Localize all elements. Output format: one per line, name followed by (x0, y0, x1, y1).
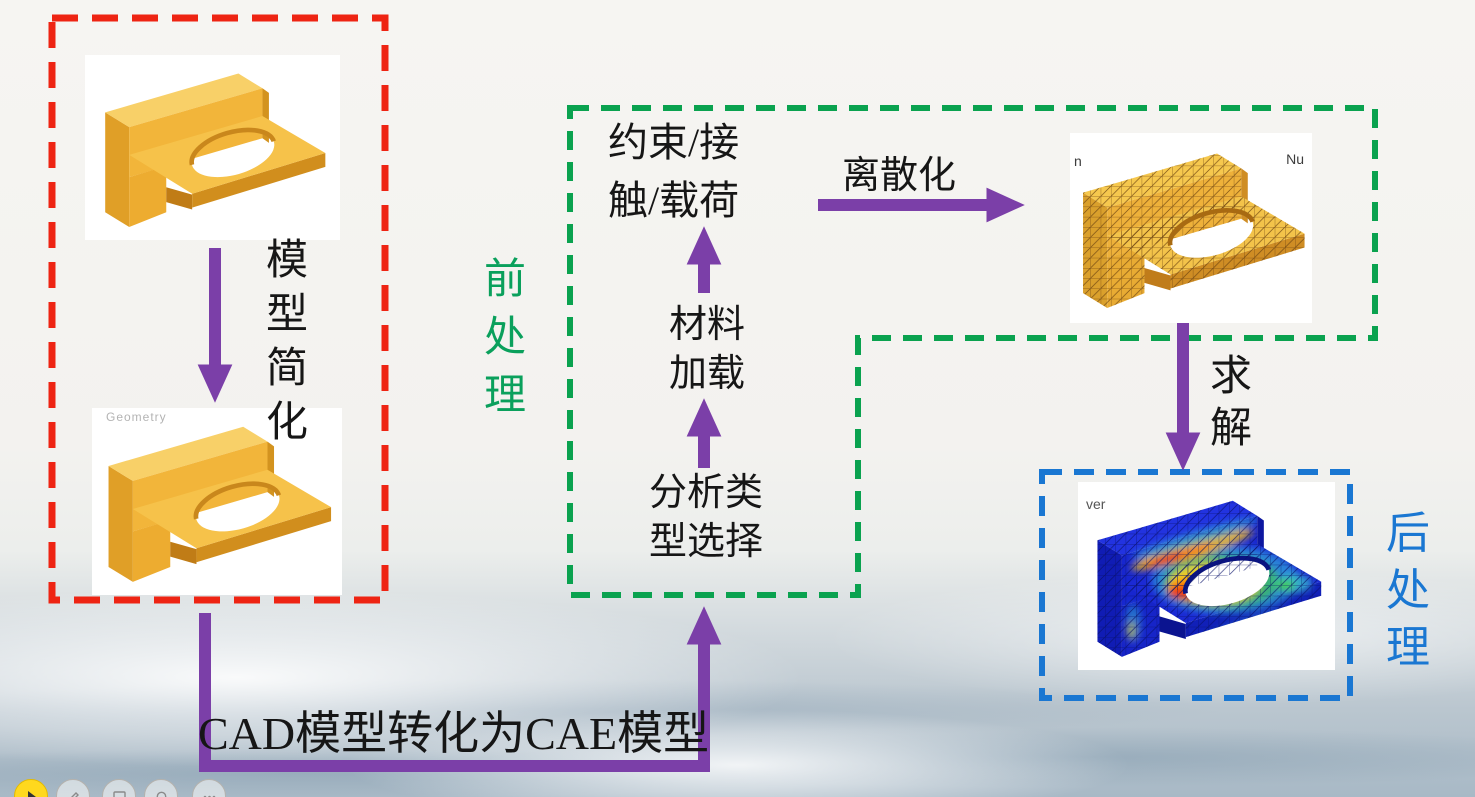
discretization-label: 离散化 (842, 155, 957, 197)
display-tool-button[interactable] (102, 779, 136, 797)
constraints-line1: 约束/接 (608, 120, 740, 165)
constraints-line2: 触/载荷 (608, 178, 740, 223)
pointer-icon (27, 790, 36, 797)
laser-icon (156, 791, 166, 797)
solve-label: 求解 (1209, 354, 1252, 452)
geometry-watermark: Geometry (106, 410, 167, 424)
pen-icon (70, 791, 79, 797)
analysis-line2: 型选择 (648, 521, 763, 563)
analysis-line1: 分析类 (648, 472, 763, 514)
simplified-model-image: Geometry (92, 408, 342, 595)
postprocessing-stage-label: 后处理 (1386, 509, 1430, 672)
mesh-bracket-drawing (1083, 153, 1305, 309)
material-load-label: 材料 加载 (642, 301, 772, 399)
simplified-bracket-drawing (108, 426, 332, 582)
mesh-right-label: Nu (1286, 151, 1304, 167)
cad-to-cae-label: CAD模型转化为CAE模型 (198, 708, 710, 759)
mesh-model-image: n Nu (1070, 133, 1312, 323)
result-label: ver (1086, 496, 1106, 512)
analysis-type-label: 分析类 型选择 (628, 469, 784, 567)
constraints-load-label: 约束/接 触/载荷 (608, 114, 828, 230)
mesh-left-label: n (1074, 153, 1082, 169)
cad-model-image (85, 55, 340, 240)
more-icon (203, 795, 215, 797)
pen-tool-button[interactable] (56, 779, 90, 797)
preprocessing-stage-label: 前处理 (483, 257, 526, 419)
slideshow-toolbar (0, 779, 260, 797)
pointer-tool-button[interactable] (14, 779, 48, 797)
model-simplify-label: 模型简化 (265, 238, 308, 446)
more-tools-button[interactable] (192, 779, 226, 797)
result-model-image: ver (1078, 482, 1335, 670)
cad-bracket-drawing (105, 73, 326, 228)
material-line2: 加载 (668, 353, 745, 395)
material-line1: 材料 (668, 304, 745, 346)
laser-tool-button[interactable] (144, 779, 178, 797)
fea-bracket-drawing (1097, 500, 1322, 657)
display-icon (112, 790, 126, 797)
